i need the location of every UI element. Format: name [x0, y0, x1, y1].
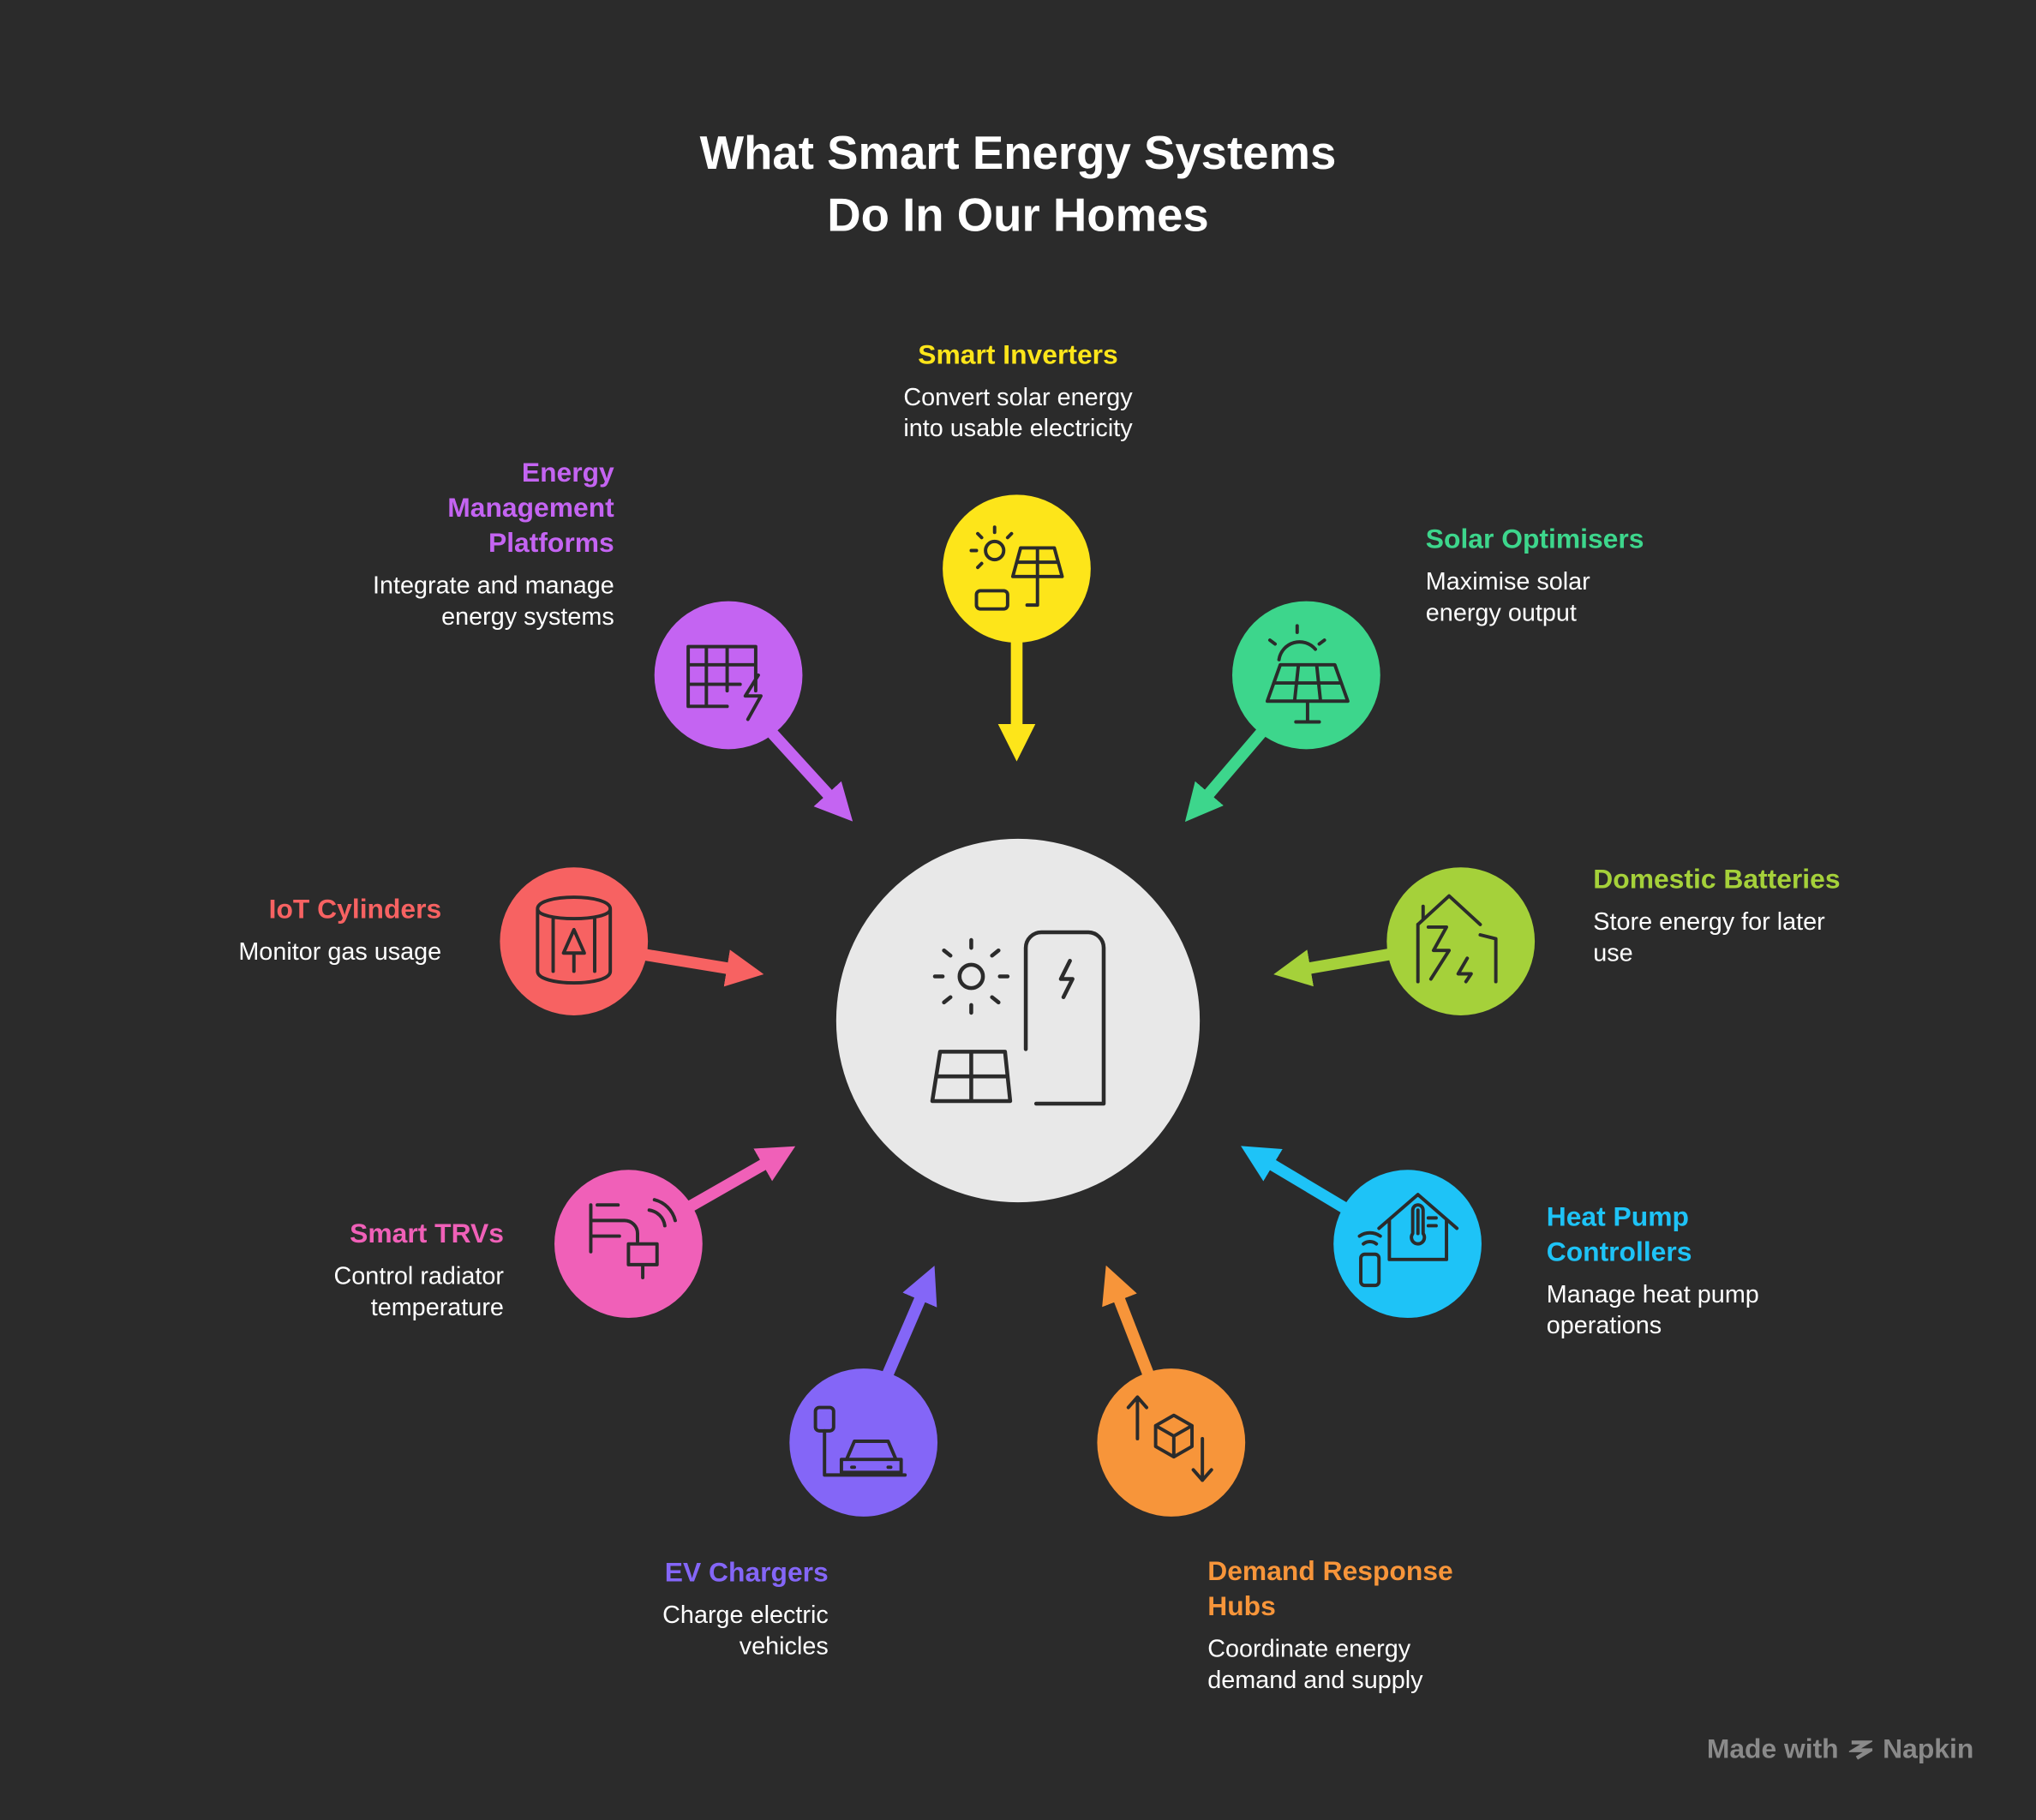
title-line-1: What Smart Energy Systems: [699, 125, 1337, 180]
node-description: Manage heat pump operations: [1546, 1281, 1759, 1340]
node-description: Maximise solar energy output: [1425, 568, 1590, 627]
valve-wireless-icon: [589, 1198, 677, 1280]
node-description: Integrate and manage energy systems: [373, 572, 614, 632]
node-title: Heat Pump Controllers: [1546, 1202, 1692, 1267]
node-title: Solar Optimisers: [1425, 524, 1644, 555]
arrow-ev-chargers: [881, 1266, 937, 1379]
house-lightning-icon: [1416, 894, 1498, 984]
node-description: Charge electric vehicles: [662, 1601, 829, 1661]
arrow-smart-trvs: [685, 1146, 796, 1213]
arrow-solar-optimisers: [1184, 723, 1271, 823]
arrow-energy-management: [768, 729, 853, 822]
node-title: Smart Inverters: [918, 340, 1118, 370]
node-domestic-batteries: [1386, 867, 1536, 1015]
node-description: Convert solar energy into usable electri…: [903, 384, 1133, 443]
node-heat-pump-controllers: [1333, 1170, 1482, 1319]
label-ev-chargers: EV Chargers Charge electric vehicles: [569, 1555, 829, 1663]
node-title: Smart TRVs: [350, 1218, 504, 1249]
arrow-demand-response: [1102, 1265, 1155, 1379]
node-title: Domestic Batteries: [1593, 865, 1841, 895]
node-title: Demand Response Hubs: [1207, 1556, 1453, 1622]
napkin-brand: Napkin: [1883, 1734, 1974, 1765]
node-description: Coordinate energy demand and supply: [1207, 1636, 1423, 1695]
node-demand-response-hubs: [1097, 1368, 1246, 1517]
ev-charger-car-icon: [813, 1405, 907, 1477]
label-domestic-batteries: Domestic Batteries Store energy for late…: [1593, 862, 1878, 970]
node-iot-cylinders: [500, 867, 649, 1015]
node-solar-optimisers: [1232, 601, 1380, 750]
label-demand-response-hubs: Demand Response Hubs Coordinate energy d…: [1207, 1554, 1493, 1697]
arrow-heat-pump: [1241, 1146, 1347, 1213]
node-description: Store energy for later use: [1593, 908, 1825, 967]
solar-panel-battery-icon: [930, 930, 1106, 1106]
label-heat-pump-controllers: Heat Pump Controllers Manage heat pump o…: [1547, 1200, 1806, 1343]
label-solar-optimisers: Solar Optimisers Maximise solar energy o…: [1426, 522, 1686, 630]
box-arrows-icon: [1126, 1395, 1213, 1482]
title-line-2: Do In Our Homes: [827, 188, 1209, 242]
grid-lightning-icon: [686, 644, 763, 721]
napkin-logo-icon: [1848, 1740, 1873, 1760]
label-smart-inverters: Smart Inverters Convert solar energy int…: [849, 338, 1187, 446]
sun-panel-battery-icon: [969, 525, 1064, 611]
solar-panel-sun-icon: [1265, 624, 1350, 724]
node-description: Control radiator temperature: [333, 1263, 504, 1322]
label-smart-trvs: Smart TRVs Control radiator temperature: [244, 1217, 504, 1325]
made-with-text: Made with: [1706, 1734, 1839, 1765]
napkin-watermark[interactable]: Made with Napkin: [1707, 1734, 1973, 1765]
house-thermometer-remote-icon: [1357, 1193, 1459, 1288]
node-title: Energy Management Platforms: [447, 458, 614, 559]
label-iot-cylinders: IoT Cylinders Monitor gas usage: [182, 892, 441, 968]
node-description: Monitor gas usage: [238, 938, 442, 967]
arrow-iot-cylinders: [641, 949, 764, 987]
node-title: IoT Cylinders: [268, 895, 442, 925]
arrow-domestic-batteries: [1273, 949, 1391, 987]
node-smart-inverters: [943, 494, 1091, 644]
center-circle: [835, 838, 1201, 1203]
page-title: What Smart Energy Systems Do In Our Home…: [499, 122, 1537, 246]
gas-cylinder-flame-icon: [536, 895, 613, 985]
label-energy-management: Energy Management Platforms Integrate an…: [328, 456, 614, 634]
node-title: EV Chargers: [664, 1558, 829, 1589]
